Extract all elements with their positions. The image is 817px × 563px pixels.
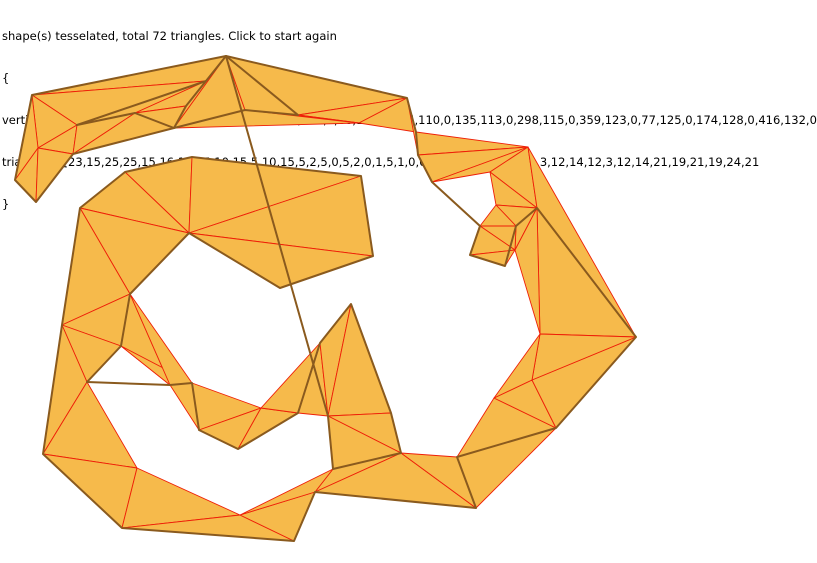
status-message: shape(s) tesselated, total 72 triangles.…	[2, 29, 337, 43]
triangle-36	[514, 207, 541, 335]
triangle-69	[493, 333, 541, 399]
shape-outline-3	[76, 55, 227, 129]
dump-close-brace: }	[2, 197, 10, 211]
tessellation-drawing	[14, 55, 637, 542]
shape-outline-2	[14, 55, 299, 203]
shape-outline-1	[42, 55, 637, 542]
triangle-74	[239, 468, 334, 516]
tessellation-canvas[interactable]	[0, 0, 637, 563]
dump-open-brace: {	[2, 71, 10, 85]
